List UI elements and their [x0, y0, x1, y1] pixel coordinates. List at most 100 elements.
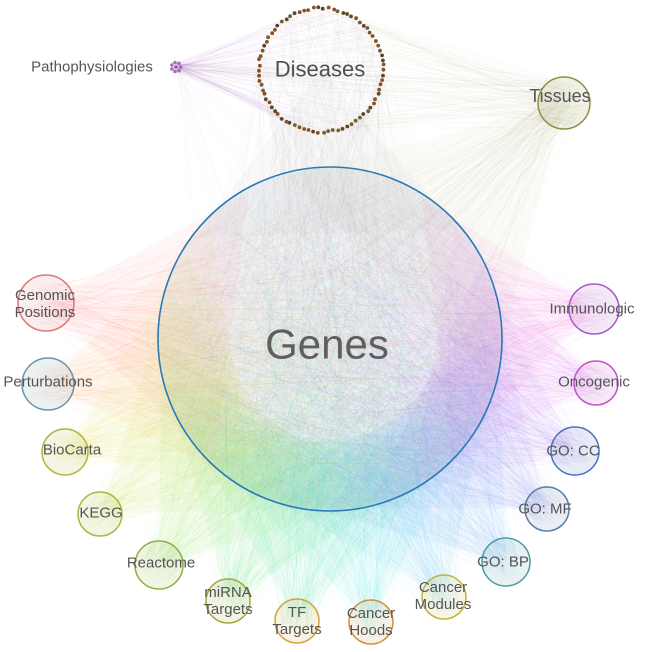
disease-dot — [374, 39, 378, 43]
node-immunologic[interactable] — [568, 283, 620, 335]
disease-dot — [380, 78, 384, 82]
disease-dot — [263, 97, 268, 102]
disease-dot — [372, 101, 376, 106]
edge-bundle-reactome-genes — [139, 173, 496, 584]
node-genes[interactable] — [157, 166, 503, 512]
disease-dot — [258, 63, 262, 68]
disease-dot — [257, 57, 261, 62]
edge-bundle-biocarta-genes — [47, 190, 495, 480]
genes-fill — [158, 167, 502, 511]
disease-dot — [257, 68, 261, 73]
disease-dot — [326, 129, 331, 134]
node-biocarta[interactable] — [41, 428, 89, 476]
edge-bundle-mirna_targets-genes — [165, 187, 494, 618]
disease-dot — [353, 118, 358, 123]
disease-dot — [306, 128, 311, 132]
disease-dot — [275, 112, 280, 116]
disease-dot — [381, 58, 385, 63]
disease-dot — [302, 8, 307, 13]
node-cancer_modules[interactable] — [421, 574, 467, 620]
disease-dot — [326, 5, 331, 10]
disease-dot — [265, 40, 269, 44]
disease-dot — [259, 82, 264, 87]
disease-dot — [366, 109, 371, 114]
disease-dot — [340, 126, 345, 131]
node-cancer_hoods[interactable] — [348, 599, 394, 645]
node-genomic_positions[interactable] — [17, 274, 75, 332]
disease-dot — [297, 125, 302, 130]
edge-bundle-perturbations-genes — [27, 178, 495, 491]
disease-dot — [275, 23, 280, 28]
disease-dot — [358, 20, 362, 25]
disease-dot — [297, 10, 302, 15]
star-dot — [170, 67, 174, 71]
disease-dot — [312, 5, 316, 10]
disease-dot — [292, 123, 297, 127]
disease-dot — [370, 34, 375, 38]
disease-dot — [336, 128, 341, 133]
disease-dot — [377, 87, 381, 92]
disease-dot — [262, 43, 267, 48]
disease-dot — [257, 79, 262, 83]
edge-bundle-cancer_hoods-genes — [167, 188, 489, 640]
disease-dot — [330, 128, 335, 132]
node-tissues[interactable] — [537, 76, 591, 130]
disease-dot — [322, 130, 326, 135]
disease-dot — [284, 17, 289, 22]
disease-dot — [270, 31, 275, 36]
disease-dot — [266, 35, 270, 40]
node-go_mf[interactable] — [524, 486, 570, 532]
edge-bundle-diseases-genes — [165, 6, 497, 498]
star-dot — [177, 61, 181, 66]
disease-dot — [335, 9, 340, 14]
disease-dot — [378, 82, 383, 87]
node-mirna_targets[interactable] — [205, 578, 251, 624]
disease-dot — [269, 105, 274, 110]
disease-dot — [354, 16, 358, 21]
node-oncogenic[interactable] — [573, 360, 619, 406]
disease-dot — [273, 109, 277, 113]
disease-dot — [376, 43, 381, 48]
star-dot — [173, 69, 177, 74]
node-kegg[interactable] — [77, 491, 123, 537]
disease-dot — [378, 48, 382, 53]
disease-dot — [262, 91, 267, 96]
disease-dot — [332, 7, 337, 12]
disease-dot — [302, 127, 307, 131]
edge-bundle-genomic_positions-genes — [25, 177, 485, 493]
disease-dot — [365, 26, 370, 30]
edge-bundle-tf_targets-genes — [183, 172, 483, 638]
node-go_bp[interactable] — [481, 537, 531, 587]
edge-bundle-cancer_modules-genes — [171, 186, 486, 615]
node-reactome[interactable] — [134, 540, 184, 590]
disease-dot — [361, 24, 366, 28]
disease-dot — [279, 19, 284, 24]
node-pathophysiologies[interactable] — [170, 60, 183, 74]
node-diseases[interactable] — [257, 5, 386, 135]
star-dot — [178, 65, 183, 69]
star-dot — [170, 63, 174, 67]
disease-dot — [261, 88, 265, 93]
edge-bundle-oncogenic-genes — [173, 175, 613, 493]
edge-bundle-immunologic-genes — [174, 175, 614, 488]
disease-dot — [311, 129, 315, 134]
disease-dot — [345, 12, 349, 16]
disease-dot — [361, 112, 366, 116]
node-tf_targets[interactable] — [274, 598, 320, 644]
node-go_cc[interactable] — [550, 426, 600, 476]
disease-dot — [287, 120, 292, 125]
disease-dot — [376, 91, 381, 96]
star-dot — [174, 65, 178, 69]
disease-dot — [381, 73, 385, 78]
disease-dot — [349, 14, 353, 19]
edge-bundle-go_mf-genes — [171, 177, 564, 527]
disease-dot — [260, 48, 265, 53]
disease-dot — [292, 11, 297, 16]
disease-dot — [368, 105, 373, 110]
node-perturbations[interactable] — [21, 357, 75, 411]
edge-bundle-go_cc-genes — [170, 191, 593, 503]
disease-dot — [273, 28, 277, 32]
edge-bundle-pathophysiologies-diseases — [170, 6, 385, 134]
